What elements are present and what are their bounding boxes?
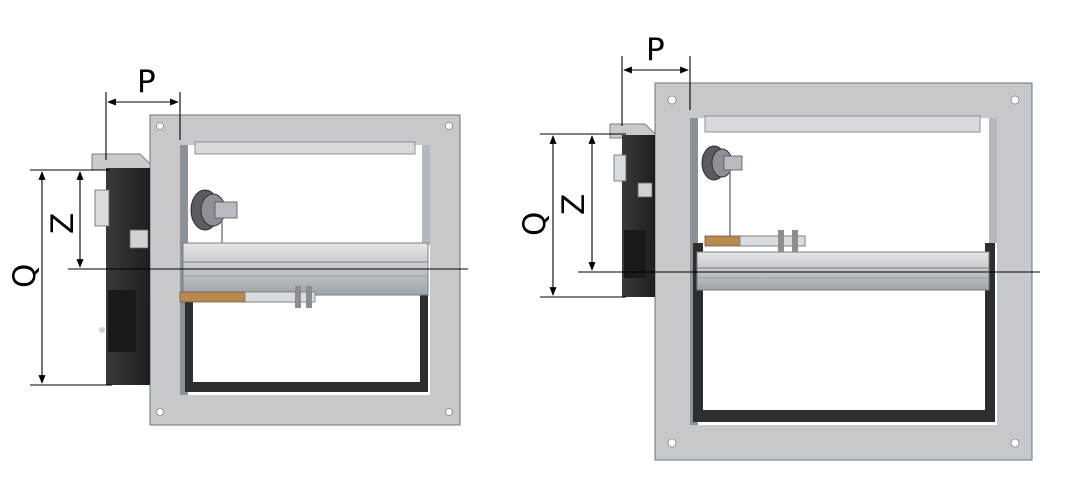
dimensions-right: P Z Q bbox=[517, 32, 1040, 298]
frame-top-lip bbox=[194, 141, 416, 155]
corner-hole bbox=[445, 122, 453, 130]
corner-hole bbox=[1010, 95, 1020, 105]
corner-hole bbox=[445, 408, 453, 416]
corner-hole bbox=[667, 438, 677, 448]
spring-mechanism bbox=[704, 230, 806, 252]
dimension-label-z: Z bbox=[45, 213, 81, 234]
dimensions-left: P Z Q bbox=[7, 64, 468, 386]
dimension-label-p: P bbox=[646, 32, 665, 68]
actuator-housing bbox=[106, 168, 150, 385]
spring-mechanism bbox=[179, 286, 316, 308]
dimension-label-z: Z bbox=[556, 194, 592, 215]
damper-blade bbox=[696, 251, 990, 291]
thermal-release bbox=[190, 189, 238, 243]
corner-hole bbox=[156, 122, 164, 130]
thermal-release bbox=[701, 145, 743, 236]
frame-top-lip bbox=[704, 115, 981, 133]
frame-side-strip bbox=[422, 145, 430, 245]
damper-left bbox=[91, 114, 461, 426]
corner-hole bbox=[1010, 438, 1020, 448]
corner-hole bbox=[667, 95, 677, 105]
frame-side-strip bbox=[989, 118, 997, 243]
dimension-label-q: Q bbox=[7, 264, 43, 288]
dimension-label-q: Q bbox=[517, 212, 553, 236]
corner-hole bbox=[156, 408, 164, 416]
dimension-label-p: P bbox=[137, 64, 156, 100]
